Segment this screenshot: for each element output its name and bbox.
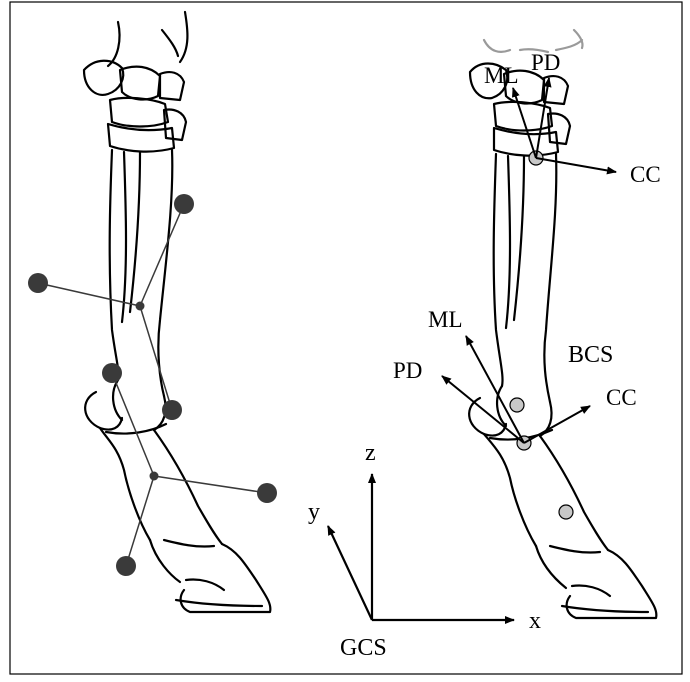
left-limb-drawing [84,12,270,612]
axis-z-label: z [365,440,376,466]
marker-dot [116,556,136,576]
proximal-ml-label: ML [484,63,519,88]
cluster-center [150,472,159,481]
distal-ml-label: ML [428,307,463,332]
axis-x-label: x [529,608,541,634]
marker-dot [162,400,182,420]
proximal-cc-label: CC [630,162,661,187]
marker-dot [174,194,194,214]
joint-marker [559,505,573,519]
marker-dot [102,363,122,383]
gcs-axes [328,474,514,620]
proximal-pd-label: PD [531,50,560,75]
marker-dot [28,273,48,293]
gcs-label: GCS [340,635,387,661]
right-limb-drawing [469,30,656,618]
cluster-center [136,302,145,311]
bcs-label: BCS [568,342,613,368]
distal-pd-label: PD [393,358,422,383]
left-marker-cluster-lower [102,363,277,576]
joint-marker [510,398,524,412]
distal-cc-label: CC [606,385,637,410]
axis-y-label: y [308,499,320,525]
marker-dot [257,483,277,503]
